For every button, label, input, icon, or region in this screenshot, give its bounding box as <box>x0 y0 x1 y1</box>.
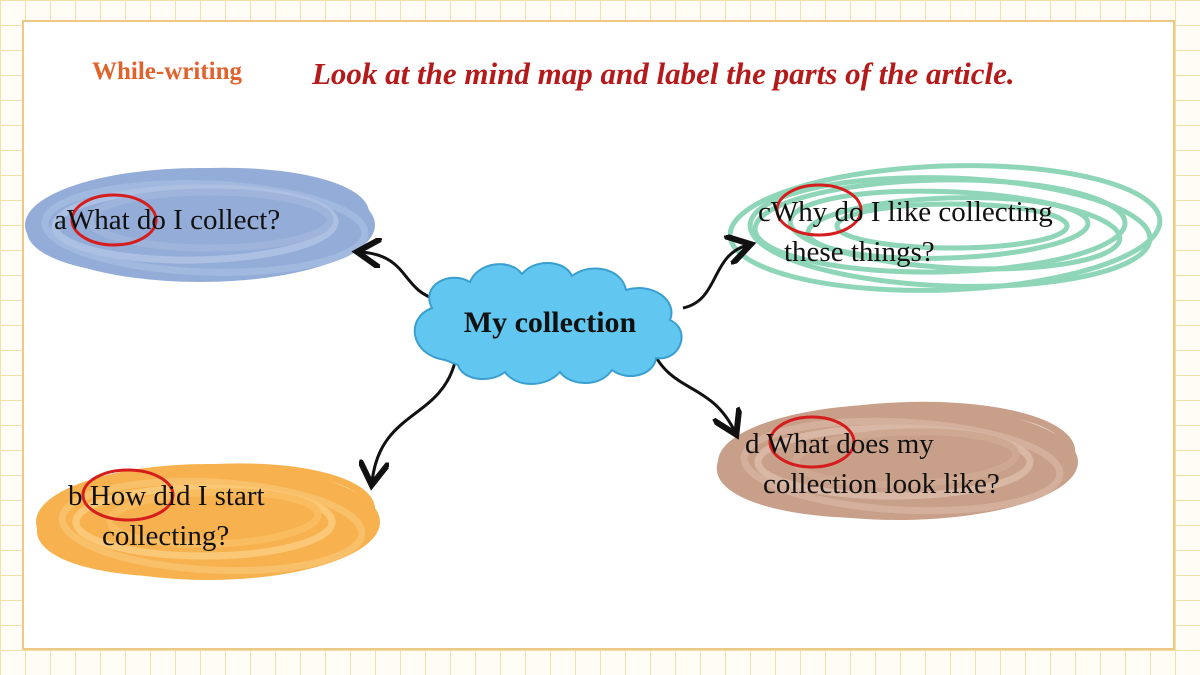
highlight-circle-c <box>775 183 863 237</box>
connector-b <box>372 361 457 482</box>
center-cloud <box>413 261 683 385</box>
node-d-letter: d <box>745 428 760 460</box>
connector-c <box>682 245 748 310</box>
node-c-line1: Why do I like collecting <box>770 196 1053 228</box>
center-title: My collection <box>463 306 637 339</box>
highlight-circle-b <box>81 468 175 522</box>
connector-d <box>648 344 735 432</box>
section-label: While-writing <box>92 58 242 85</box>
node-a-label: aWhat do I collect? <box>54 200 280 240</box>
node-a-line1: What do I collect? <box>66 204 281 236</box>
node-a-letter: a <box>54 204 67 236</box>
node-b-line1: How did I start <box>89 480 265 512</box>
instruction-text: Look at the mind map and label the parts… <box>312 56 1015 91</box>
node-c-label: cWhy do I like collecting these things? <box>758 192 1053 272</box>
node-d-line2: collection look like? <box>763 468 1000 500</box>
node-d-scribble <box>716 401 1078 520</box>
node-b-scribble <box>36 463 380 580</box>
node-d-label: d What does my collection look like? <box>745 424 1000 504</box>
highlight-circle-d <box>768 415 856 469</box>
connector-a <box>360 252 439 302</box>
highlight-circle-a <box>70 193 158 247</box>
node-b-letter: b <box>68 480 83 512</box>
node-c-line2: these things? <box>784 236 935 268</box>
node-b-label: b How did I start collecting? <box>68 476 265 556</box>
node-b-line2: collecting? <box>102 520 230 552</box>
node-d-line1: What does my <box>766 428 934 460</box>
node-c-letter: c <box>758 196 771 228</box>
